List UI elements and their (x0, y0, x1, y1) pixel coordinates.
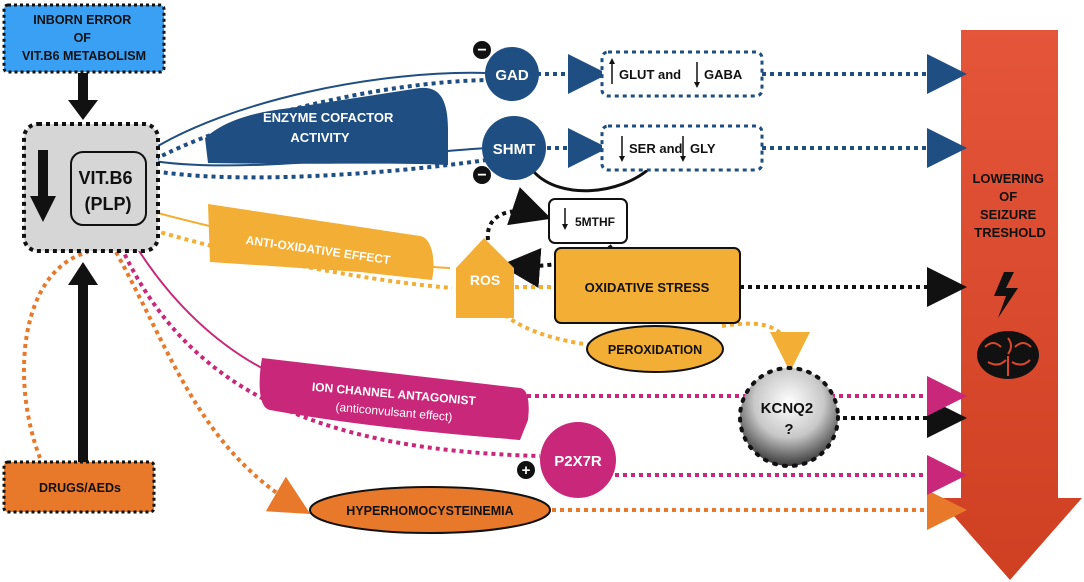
lightning-bolt-icon (994, 272, 1018, 318)
kcnq2-line2: ? (784, 421, 793, 438)
seizure-line4: TRESHOLD (974, 225, 1046, 240)
glut-gaba-box (600, 50, 764, 98)
up-arrow-icon (609, 58, 615, 64)
minus-sign-gad: − (477, 42, 486, 59)
enzyme-line2: ACTIVITY (290, 130, 350, 145)
seizure-line1: LOWERING (972, 171, 1044, 186)
hyperhomocysteinemia-label: HYPERHOMOCYSTEINEMIA (346, 504, 513, 518)
mthf-box (548, 198, 628, 244)
down-arrow-icon (680, 156, 686, 162)
inborn-line2: OF (74, 31, 92, 45)
shmt-label: SHMT (493, 141, 536, 158)
enzyme-cofactor-banner (205, 87, 448, 165)
gly-label: GLY (690, 141, 716, 156)
svg-text:ENZYME COFACTOR ACTIVITY: ENZYME COFACTOR ACTIVITY (263, 110, 397, 145)
inborn-error-box (2, 3, 166, 74)
minus-sign-icon (473, 166, 491, 184)
ros-shape (456, 238, 514, 318)
oxidative-stress-label: OXIDATIVE STRESS (585, 280, 710, 295)
seizure-threshold-arrow (938, 30, 1082, 580)
kcnq2-circle (738, 366, 840, 468)
vitb6-line2: (PLP) (85, 194, 132, 214)
minus-sign-shmt: − (477, 167, 486, 184)
peroxidation-label: PEROXIDATION (608, 343, 702, 357)
down-arrow-icon (619, 156, 625, 162)
svg-text:LOWERING OF SEIZURE: LOWERING OF SEIZURE TRESHOLD (972, 171, 1047, 240)
up-arrow-icon (68, 262, 98, 285)
minus-sign-icon (473, 41, 491, 59)
svg-text:VIT.B6 (PLP): VIT.B6 (PLP) (78, 168, 137, 214)
svg-text:INBORN ERROR OF VIT.B6: INBORN ERROR OF VIT.B6 METABOLISM (22, 13, 146, 63)
seizure-line2: OF (999, 189, 1017, 204)
ros-label: ROS (470, 272, 500, 288)
inborn-line3: VIT.B6 METABOLISM (22, 49, 146, 63)
shmt-circle (482, 116, 546, 180)
gaba-label: GABA (704, 67, 743, 82)
peroxidation-ellipse (586, 325, 724, 373)
down-arrow-icon (562, 224, 568, 230)
anti-oxidative-banner (208, 204, 434, 280)
plus-sign: + (522, 462, 531, 479)
oxidative-stress-box (554, 247, 741, 324)
inborn-line1: INBORN ERROR (33, 13, 131, 27)
seizure-line3: SEIZURE (980, 207, 1037, 222)
down-arrow-icon (68, 100, 98, 120)
plus-sign-icon (517, 461, 535, 479)
enzyme-line1: ENZYME COFACTOR (263, 110, 394, 125)
svg-text:KCNQ2 ?: KCNQ2 ? (761, 400, 818, 438)
mthf-label: 5MTHF (575, 215, 615, 229)
ser-gly-box (600, 124, 764, 172)
p2x7r-circle (540, 422, 616, 498)
gad-label: GAD (495, 67, 529, 84)
gad-circle (485, 47, 539, 101)
drugs-aeds-box (2, 460, 156, 514)
ion-channel-banner (259, 358, 529, 440)
drugs-aeds-label: DRUGS/AEDs (39, 481, 121, 495)
down-arrow-icon (694, 82, 700, 88)
hyperhomocysteinemia-ellipse (309, 486, 551, 534)
glut-label: GLUT and (619, 67, 681, 82)
p2x7r-label: P2X7R (554, 453, 602, 470)
decrease-arrow-icon (30, 196, 56, 222)
ser-label: SER and (629, 141, 683, 156)
brain-icon (977, 331, 1039, 379)
vitb6-line1: VIT.B6 (78, 168, 132, 188)
vitb6-inner-box (70, 151, 147, 226)
kcnq2-line1: KCNQ2 (761, 400, 814, 417)
